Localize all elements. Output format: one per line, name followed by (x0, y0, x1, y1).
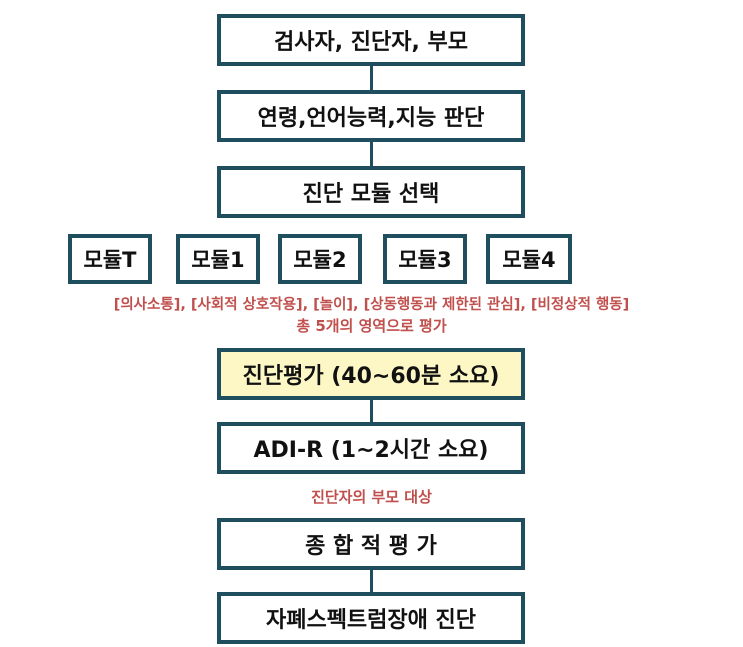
step-overall-assessment: 종 합 적 평 가 (217, 518, 525, 570)
step-participants: 검사자, 진단자, 부모 (217, 14, 525, 66)
module-t: 모듈T (68, 234, 152, 284)
module-2: 모듈2 (278, 234, 362, 284)
step-module-select: 진단 모듈 선택 (217, 166, 525, 218)
connector-4 (370, 568, 373, 592)
step-asd-diagnosis: 자폐스펙트럼장애 진단 (217, 592, 525, 644)
module-domains-note: [의사소통], [사회적 상호작용], [놀이], [상동행동과 제한된 관심]… (113, 297, 630, 313)
step-evaluation: 진단평가 (40~60분 소요) (217, 348, 525, 400)
module-3: 모듈3 (383, 234, 467, 284)
connector-3 (370, 398, 373, 422)
step-adir: ADI-R (1~2시간 소요) (217, 422, 525, 474)
adir-target-note: 진단자의 부모 대상 (311, 488, 432, 506)
connector-2 (370, 142, 373, 166)
step-assessment: 연령,언어능력,지능 판단 (217, 90, 525, 142)
module-4: 모듈4 (486, 234, 572, 284)
connector-1 (370, 66, 373, 90)
module-domains-total: 총 5개의 영역으로 평가 (296, 317, 447, 335)
module-1: 모듈1 (176, 234, 260, 284)
